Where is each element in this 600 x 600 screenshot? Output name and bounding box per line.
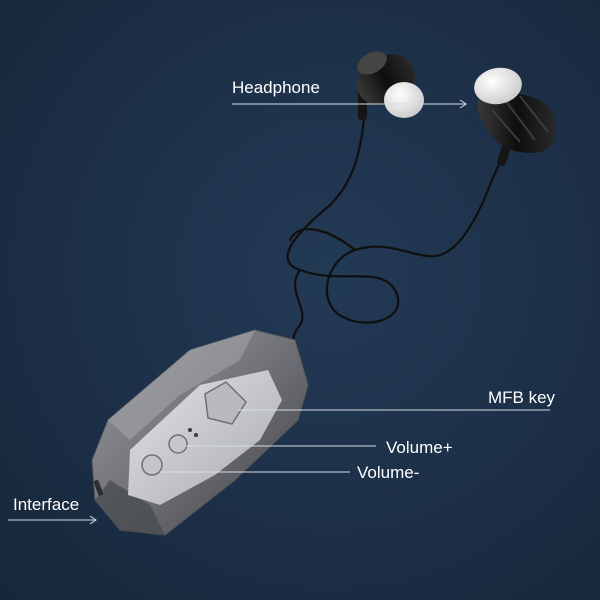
interface-label: Interface (13, 495, 80, 514)
interface-port (93, 480, 103, 496)
mfb-key[interactable] (204, 381, 247, 425)
bluetooth-clip-device (91, 329, 309, 536)
mfb-key-label: MFB key (488, 388, 556, 407)
led-indicator (194, 433, 198, 437)
left-earbud (357, 51, 424, 120)
headphone-label: Headphone (232, 78, 320, 97)
ear-tip (384, 82, 424, 118)
volume-up-button[interactable] (168, 434, 188, 454)
ear-tip (474, 67, 522, 105)
volume-down-button[interactable] (141, 454, 163, 476)
volume-down-label: Volume- (357, 463, 420, 482)
cable (286, 116, 508, 345)
volume-up-label: Volume+ (386, 438, 453, 457)
led-indicator (188, 428, 192, 432)
callout-lines (8, 99, 550, 525)
headphone-callout-arrow (459, 99, 467, 109)
interface-callout-arrow (89, 515, 97, 525)
right-earbud (474, 67, 556, 167)
